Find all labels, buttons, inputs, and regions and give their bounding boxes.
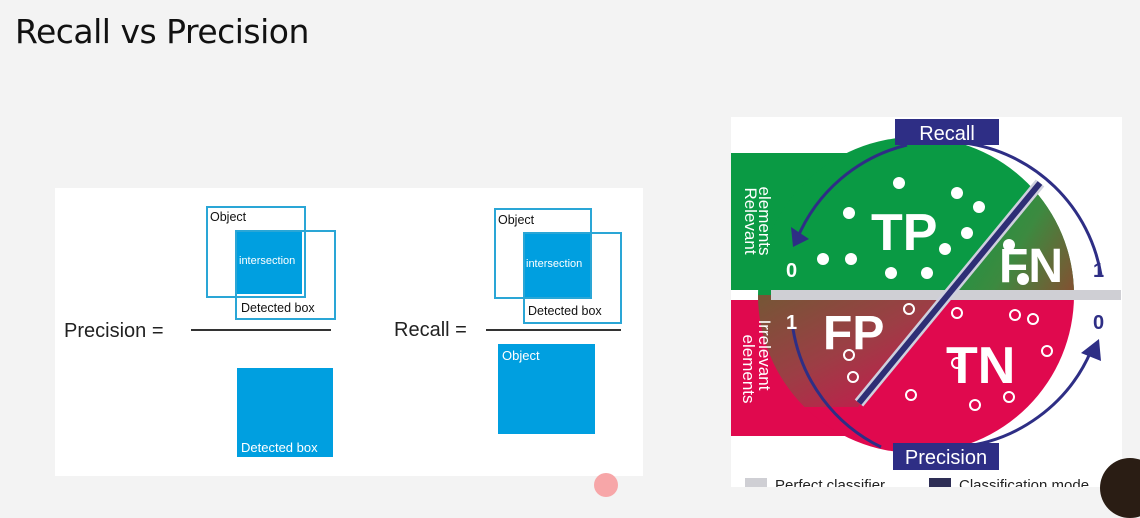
scale-1-top: 1	[1093, 260, 1104, 282]
positive-dot	[817, 253, 829, 265]
precision-label: Precision =	[64, 320, 164, 342]
slide-title: Recall vs Precision	[15, 12, 309, 51]
positive-dot	[973, 201, 985, 213]
recall-arrow-icon	[791, 227, 809, 247]
negative-dot	[951, 307, 963, 319]
negative-dot	[1009, 309, 1021, 321]
classification-model-line	[856, 181, 1043, 405]
tp-label: TP	[871, 204, 937, 262]
negative-dot	[903, 303, 915, 315]
formula-panel: Precision = Object intersection Detected…	[55, 188, 643, 476]
legend-perfect-swatch	[745, 478, 767, 487]
negative-dot	[1027, 313, 1039, 325]
legend-model-label: Classification mode	[959, 477, 1089, 487]
positive-dot	[921, 267, 933, 279]
element-dots	[817, 177, 1053, 411]
positive-dot	[961, 227, 973, 239]
precision-title: Precision	[905, 447, 987, 469]
precision-arc-left	[791, 328, 882, 449]
relevant-line-2: elements	[755, 187, 774, 256]
intersection-area	[237, 232, 302, 294]
detected-label: Detected box	[241, 301, 315, 315]
negative-dot	[1003, 391, 1015, 403]
legend-perfect-label: Perfect classifier	[775, 477, 885, 487]
confusion-diagram-panel: Recall Precision Relevant elements Irrel…	[731, 117, 1122, 487]
detected-label: Detected box	[241, 440, 318, 455]
positive-dot	[1017, 273, 1029, 285]
tn-label: TN	[946, 337, 1015, 395]
negative-dot	[951, 357, 963, 369]
negative-dot	[905, 389, 917, 401]
positive-dot	[893, 177, 905, 189]
positive-dot	[845, 253, 857, 265]
irrelevant-line-2: elements	[739, 335, 758, 404]
recall-arc-left	[795, 143, 908, 240]
negative-dot	[1041, 345, 1053, 357]
recall-label: Recall =	[394, 319, 467, 341]
scale-0-bottom: 0	[1093, 312, 1104, 334]
fp-region	[758, 295, 948, 407]
positive-dot	[1003, 239, 1015, 251]
confusion-diagram: Recall Precision Relevant elements Irrel…	[731, 119, 1121, 487]
fn-region	[948, 179, 1074, 295]
scale-0-top: 0	[786, 260, 797, 282]
object-label: Object	[210, 210, 247, 224]
negative-dot	[847, 371, 859, 383]
irrelevant-line-1: Irrelevant	[755, 320, 774, 391]
detected-box	[523, 232, 622, 324]
object-box-filled	[498, 344, 595, 434]
object-label: Object	[502, 348, 540, 363]
relevant-label-1: Relevant	[741, 187, 760, 254]
positive-dot	[843, 207, 855, 219]
intersection-label: intersection	[239, 255, 296, 267]
object-label: Object	[498, 213, 535, 227]
detected-box-filled	[237, 368, 333, 457]
precision-arrow-icon	[1081, 339, 1101, 361]
legend-model-swatch	[929, 478, 951, 487]
negative-dot	[843, 349, 855, 361]
cursor-indicator	[594, 473, 618, 497]
positive-dot	[885, 267, 897, 279]
recall-title: Recall	[919, 123, 975, 145]
detected-label: Detected box	[528, 304, 602, 318]
recall-title-box	[895, 119, 999, 145]
recall-arc-right	[964, 141, 1103, 276]
scale-1-bottom: 1	[786, 312, 797, 334]
positive-dot	[939, 243, 951, 255]
recall-fraction-line	[486, 329, 621, 331]
detected-box	[235, 230, 336, 320]
precision-title-box	[893, 443, 999, 470]
intersection-label: intersection	[526, 258, 583, 270]
precision-fraction-line	[191, 329, 331, 331]
negative-dot	[969, 399, 981, 411]
intersection-area	[525, 234, 590, 297]
fp-label: FP	[823, 307, 884, 360]
positive-dot	[951, 187, 963, 199]
